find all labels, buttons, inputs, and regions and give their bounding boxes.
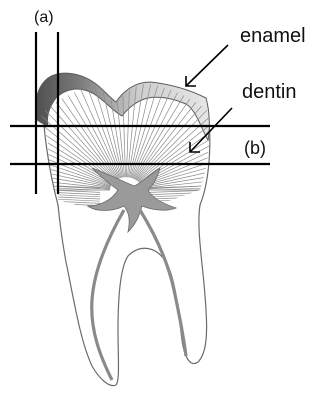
label-a: (a) [34, 9, 54, 26]
label-b: (b) [244, 138, 266, 158]
label-dentin: dentin [242, 81, 297, 103]
label-enamel: enamel [240, 25, 306, 47]
enamel-arrow [186, 45, 228, 86]
